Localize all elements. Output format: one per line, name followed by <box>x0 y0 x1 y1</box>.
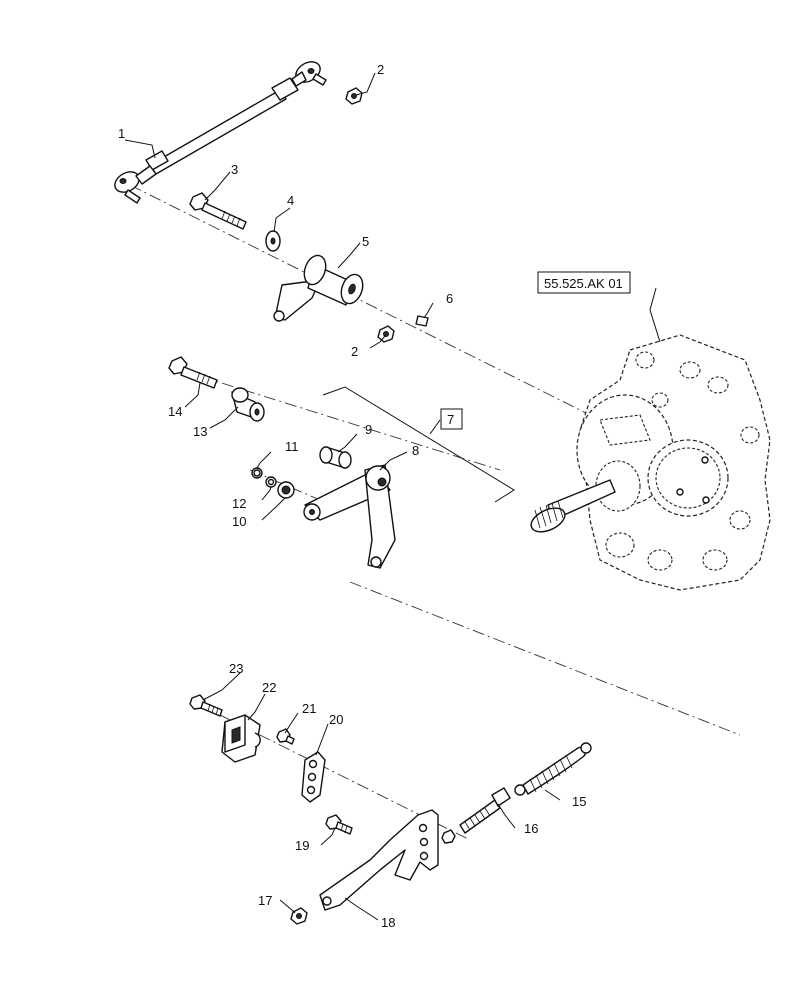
callout-3: 3 <box>231 162 238 177</box>
leader-lines <box>124 72 661 921</box>
callout-9: 9 <box>365 422 372 437</box>
nut-part-2-lower <box>377 325 395 343</box>
callout-10: 10 <box>232 514 246 529</box>
washer-part-4 <box>265 230 281 252</box>
callout-8: 8 <box>412 443 419 458</box>
callouts: 1 2 3 4 5 6 2 14 13 9 8 11 12 10 7 55.52… <box>118 62 631 930</box>
callout-16: 16 <box>524 821 538 836</box>
callout-4: 4 <box>287 193 294 208</box>
reference-box-pump <box>537 271 631 294</box>
callout-14: 14 <box>168 404 182 419</box>
lever-bracket-part-5 <box>273 254 364 322</box>
callout-15: 15 <box>572 794 586 809</box>
washer-part-12 <box>265 476 277 488</box>
callout-2-top: 2 <box>377 62 384 77</box>
bearing-part-10 <box>277 481 295 499</box>
callout-17: 17 <box>258 893 272 908</box>
hydrostatic-pump-reference <box>530 334 771 591</box>
pedal-arm-part-18 <box>319 809 439 911</box>
bolt-part-3 <box>189 192 247 230</box>
snap-ring-part-11 <box>251 467 263 479</box>
reference-label-pump[interactable]: 55.525.AK 01 <box>544 276 623 291</box>
spring-part-15 <box>514 742 592 796</box>
callout-11: 11 <box>285 439 299 454</box>
bushing-part-9 <box>319 446 352 469</box>
callout-7: 7 <box>447 412 454 427</box>
bolt-part-19 <box>325 814 353 835</box>
callout-20: 20 <box>329 712 343 727</box>
callout-21: 21 <box>302 701 316 716</box>
bell-crank-part-8 <box>303 464 396 569</box>
callout-13: 13 <box>193 424 207 439</box>
callout-5: 5 <box>362 234 369 249</box>
nut-part-2-top <box>345 87 363 105</box>
callout-12: 12 <box>232 496 246 511</box>
callout-1: 1 <box>118 126 125 141</box>
cable-clamp-part-22 <box>221 714 261 763</box>
bolt-part-23 <box>189 694 223 717</box>
callout-18: 18 <box>381 915 395 930</box>
bolt-part-21 <box>276 728 295 745</box>
reference-box-7 <box>440 408 463 430</box>
threaded-rod-part-16 <box>441 787 511 844</box>
assembly-bracket-7 <box>322 386 515 503</box>
callout-19: 19 <box>295 838 309 853</box>
callout-6: 6 <box>446 291 453 306</box>
link-plate-part-20 <box>301 751 326 803</box>
bolt-part-14 <box>168 356 218 389</box>
callout-22: 22 <box>262 680 276 695</box>
callout-23: 23 <box>229 661 243 676</box>
key-part-6 <box>415 315 429 327</box>
tie-rod-part-1 <box>114 61 327 204</box>
spacer-part-13 <box>231 387 265 422</box>
nut-part-17 <box>290 907 308 925</box>
callout-2-lower: 2 <box>351 344 358 359</box>
